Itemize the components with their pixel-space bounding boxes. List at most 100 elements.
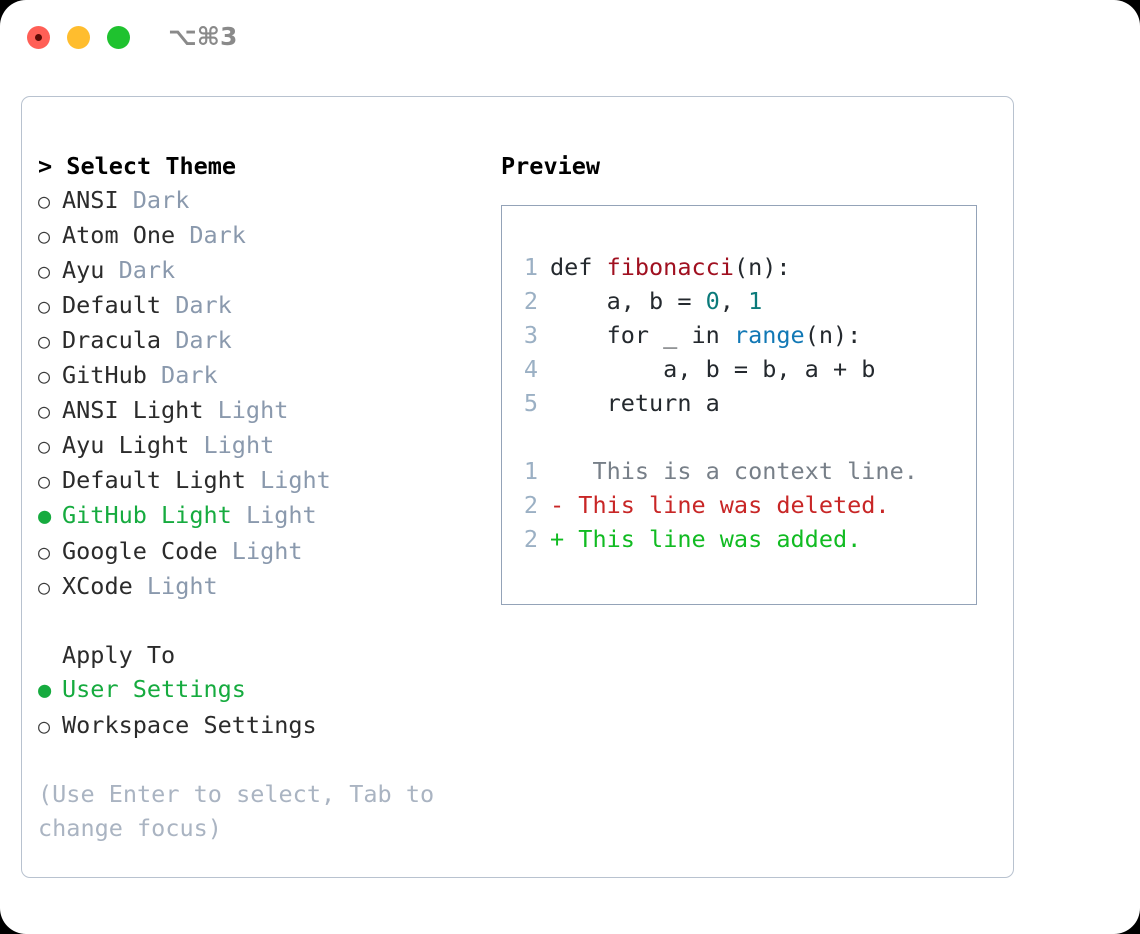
theme-option-ayu-light[interactable]: ○Ayu Light Light: [38, 428, 488, 463]
theme-option-label: GitHub: [62, 361, 147, 389]
radio-empty-icon: ○: [38, 329, 51, 353]
theme-option-tag: Dark: [175, 326, 232, 354]
theme-option-github-light[interactable]: ●GitHub Light Light: [38, 498, 488, 534]
diff-marker: +: [550, 525, 565, 553]
theme-option-tag: Light: [146, 572, 218, 600]
theme-option-ansi-light[interactable]: ○ANSI Light Light: [38, 393, 488, 428]
content-panel: > Select Theme ○ANSI Dark○Atom One Dark○…: [21, 96, 1014, 878]
theme-option-label: Atom One: [62, 221, 176, 249]
radio-empty-icon: ○: [38, 189, 51, 213]
code-token: def: [550, 253, 607, 281]
code-gap: [512, 420, 976, 454]
diff-line-number: 2: [523, 491, 538, 519]
theme-option-label: GitHub Light: [62, 501, 232, 529]
theme-option-ayu[interactable]: ○Ayu Dark: [38, 253, 488, 288]
code-token: range: [733, 321, 805, 349]
code-line: 2 a, b = 0, 1: [512, 284, 976, 318]
theme-option-tag: Light: [245, 501, 317, 529]
code-token: 0: [705, 287, 720, 315]
section-spacer: [38, 604, 488, 638]
zoom-button-icon[interactable]: [107, 26, 130, 49]
radio-empty-icon: ○: [38, 224, 51, 248]
code-line-number: 3: [523, 321, 538, 349]
theme-option-dracula[interactable]: ○ Dracula Dark: [38, 323, 488, 358]
diff-text: This is a context line.: [564, 457, 918, 485]
theme-selector-column: > Select Theme ○ANSI Dark○Atom One Dark○…: [38, 149, 488, 845]
panel-columns: > Select Theme ○ANSI Dark○Atom One Dark○…: [22, 97, 1013, 877]
theme-option-xcode[interactable]: ○ XCode Light: [38, 569, 488, 604]
theme-option-ansi[interactable]: ○ ANSI Dark: [38, 183, 488, 218]
apply-to-option-workspace-settings[interactable]: ○ Workspace Settings: [38, 708, 488, 743]
apply-to-header: Apply To: [62, 641, 176, 669]
radio-selected-icon: ●: [38, 678, 52, 703]
theme-option-tag: Dark: [118, 256, 176, 284]
diff-line-del: 2- This line was deleted.: [512, 488, 976, 522]
radio-empty-icon: ○: [38, 434, 51, 458]
code-line-number: 5: [523, 389, 538, 417]
diff-marker: [550, 454, 564, 488]
code-line: 1 def fibonacci(n):: [512, 250, 976, 284]
code-line: 4 a, b = b, a + b: [512, 352, 976, 386]
preview-header: Preview: [501, 152, 601, 180]
radio-empty-icon: ○: [38, 469, 51, 493]
theme-option-tag: Dark: [175, 291, 232, 319]
code-line-number: 1: [523, 253, 538, 281]
code-token: fibonacci: [606, 253, 734, 281]
window-title: ⌥⌘3: [168, 22, 238, 51]
code-line-number: 2: [523, 287, 538, 315]
theme-option-tag: Light: [231, 537, 303, 565]
minimize-button-icon[interactable]: [67, 26, 90, 49]
code-token: ,: [719, 287, 749, 315]
code-token: (n):: [804, 321, 862, 349]
theme-option-label: ANSI: [62, 186, 119, 214]
window-controls: [27, 26, 130, 49]
theme-option-tag: Light: [260, 466, 331, 494]
theme-option-label: Default: [62, 291, 162, 319]
theme-option-tag: Dark: [189, 221, 246, 249]
code-token: (n):: [733, 253, 791, 281]
theme-option-label: XCode: [62, 572, 133, 600]
select-theme-header: > Select Theme: [38, 152, 237, 180]
theme-option-tag: Light: [217, 396, 289, 424]
theme-option-label: Ayu Light: [62, 431, 190, 459]
theme-option-label: ANSI Light: [62, 396, 204, 424]
radio-empty-icon: ○: [38, 364, 51, 388]
theme-option-tag: Dark: [132, 186, 190, 214]
theme-option-label: Google Code: [62, 537, 218, 565]
code-token: for _ in: [550, 321, 734, 349]
diff-text: This line was added.: [564, 525, 862, 553]
diff-line-number: 2: [523, 525, 538, 553]
apply-to-option-label: Workspace Settings: [62, 711, 317, 739]
diff-text: This line was deleted.: [564, 491, 890, 519]
apply-to-list[interactable]: ●User Settings ○ Workspace Settings: [38, 672, 488, 743]
code-token: a, b =: [550, 287, 706, 315]
theme-option-tag: Dark: [161, 361, 218, 389]
diff-line-ctx: 1 This is a context line.: [512, 454, 976, 488]
code-token: 1: [748, 287, 763, 315]
close-button-icon[interactable]: [27, 26, 50, 49]
theme-option-atom-one[interactable]: ○ Atom One Dark: [38, 218, 488, 253]
diff-line-number: 1: [523, 457, 538, 485]
radio-empty-icon: ○: [38, 540, 51, 564]
theme-list[interactable]: ○ANSI Dark○Atom One Dark○Ayu Dark○Defaul…: [38, 183, 488, 604]
apply-to-option-user-settings[interactable]: ●User Settings: [38, 672, 488, 708]
radio-empty-icon: ○: [38, 714, 51, 738]
code-token: a, b = b, a + b: [550, 355, 876, 383]
theme-option-label: Dracula: [62, 326, 162, 354]
code-line: 5 return a: [512, 386, 976, 420]
keyboard-hint: (Use Enter to select, Tab to change focu…: [38, 780, 435, 842]
theme-option-label: Ayu: [62, 256, 105, 284]
theme-option-label: Default Light: [62, 466, 246, 494]
theme-option-default[interactable]: ○ Default Dark: [38, 288, 488, 323]
radio-empty-icon: ○: [38, 575, 51, 599]
radio-empty-icon: ○: [38, 294, 51, 318]
theme-option-github[interactable]: ○ GitHub Dark: [38, 358, 488, 393]
theme-option-default-light[interactable]: ○ Default Light Light: [38, 463, 488, 498]
title-bar: ⌥⌘3: [0, 0, 1140, 78]
theme-option-google-code[interactable]: ○ Google Code Light: [38, 534, 488, 569]
code-line: 3 for _ in range(n):: [512, 318, 976, 352]
